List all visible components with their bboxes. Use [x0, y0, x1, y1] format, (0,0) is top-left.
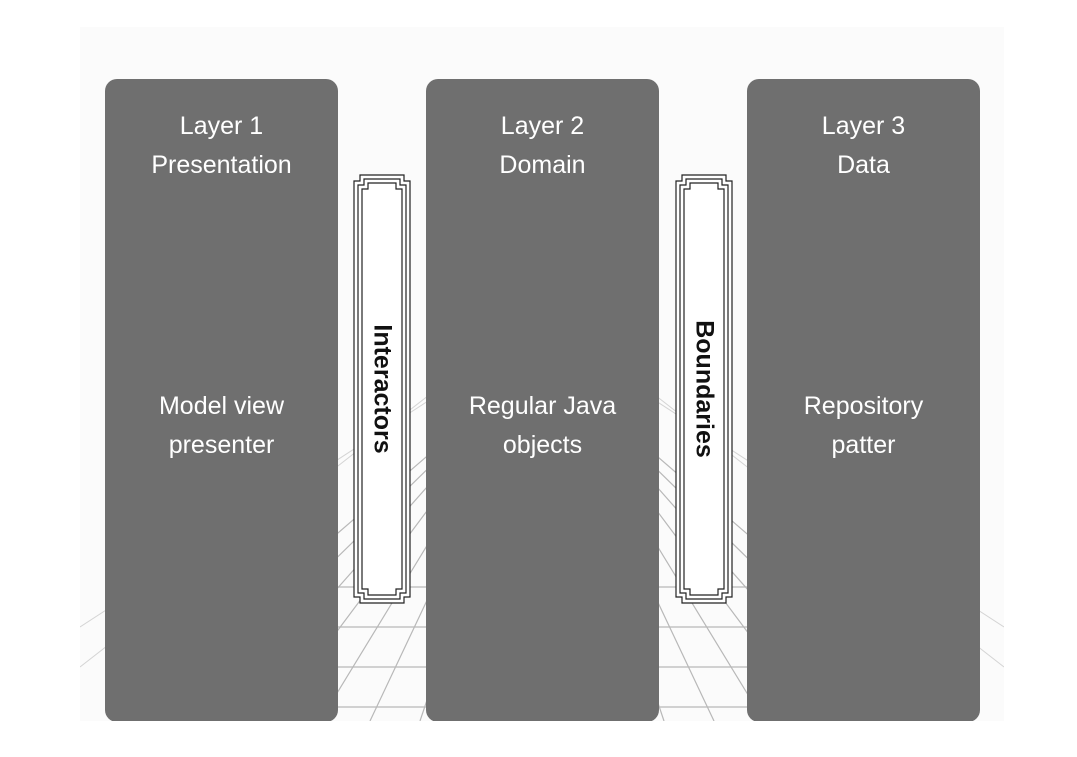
layer-2-title: Layer 2 Domain	[426, 107, 659, 185]
layer-1-description-line-1: Model view	[158, 392, 285, 420]
layer-3-description-line-2: patter	[831, 431, 896, 459]
boundaries-bracket-shape	[675, 174, 733, 604]
layer-1-number: Layer 1	[179, 112, 264, 140]
layer-1-description-line-2: presenter	[168, 431, 275, 459]
layer-1-name: Presentation	[151, 151, 292, 179]
layer-2-description-line-2: objects	[502, 431, 583, 459]
layer-3-description-line-1: Repository	[803, 392, 924, 420]
boundaries-connector: Boundaries	[674, 169, 734, 609]
layer-2-description-line-1: Regular Java	[468, 392, 617, 420]
layer-2-description: Regular Java objects	[426, 387, 659, 465]
layer-1-description: Model view presenter	[105, 387, 338, 465]
boundaries-label: Boundaries	[690, 320, 719, 458]
interactors-bracket-shape	[353, 174, 411, 604]
layer-2-name: Domain	[499, 151, 586, 179]
diagram-canvas: Layer 1 Presentation Model view presente…	[80, 27, 1004, 721]
layer-2-number: Layer 2	[500, 112, 585, 140]
layer-1-panel: Layer 1 Presentation Model view presente…	[105, 79, 338, 721]
interactors-connector: Interactors	[352, 169, 412, 609]
interactors-label: Interactors	[368, 324, 397, 454]
layer-2-panel: Layer 2 Domain Regular Java objects	[426, 79, 659, 721]
layer-3-description: Repository patter	[747, 387, 980, 465]
layer-3-number: Layer 3	[821, 112, 906, 140]
layer-3-name: Data	[837, 151, 890, 179]
layer-1-title: Layer 1 Presentation	[105, 107, 338, 185]
layer-3-title: Layer 3 Data	[747, 107, 980, 185]
layer-3-panel: Layer 3 Data Repository patter	[747, 79, 980, 721]
